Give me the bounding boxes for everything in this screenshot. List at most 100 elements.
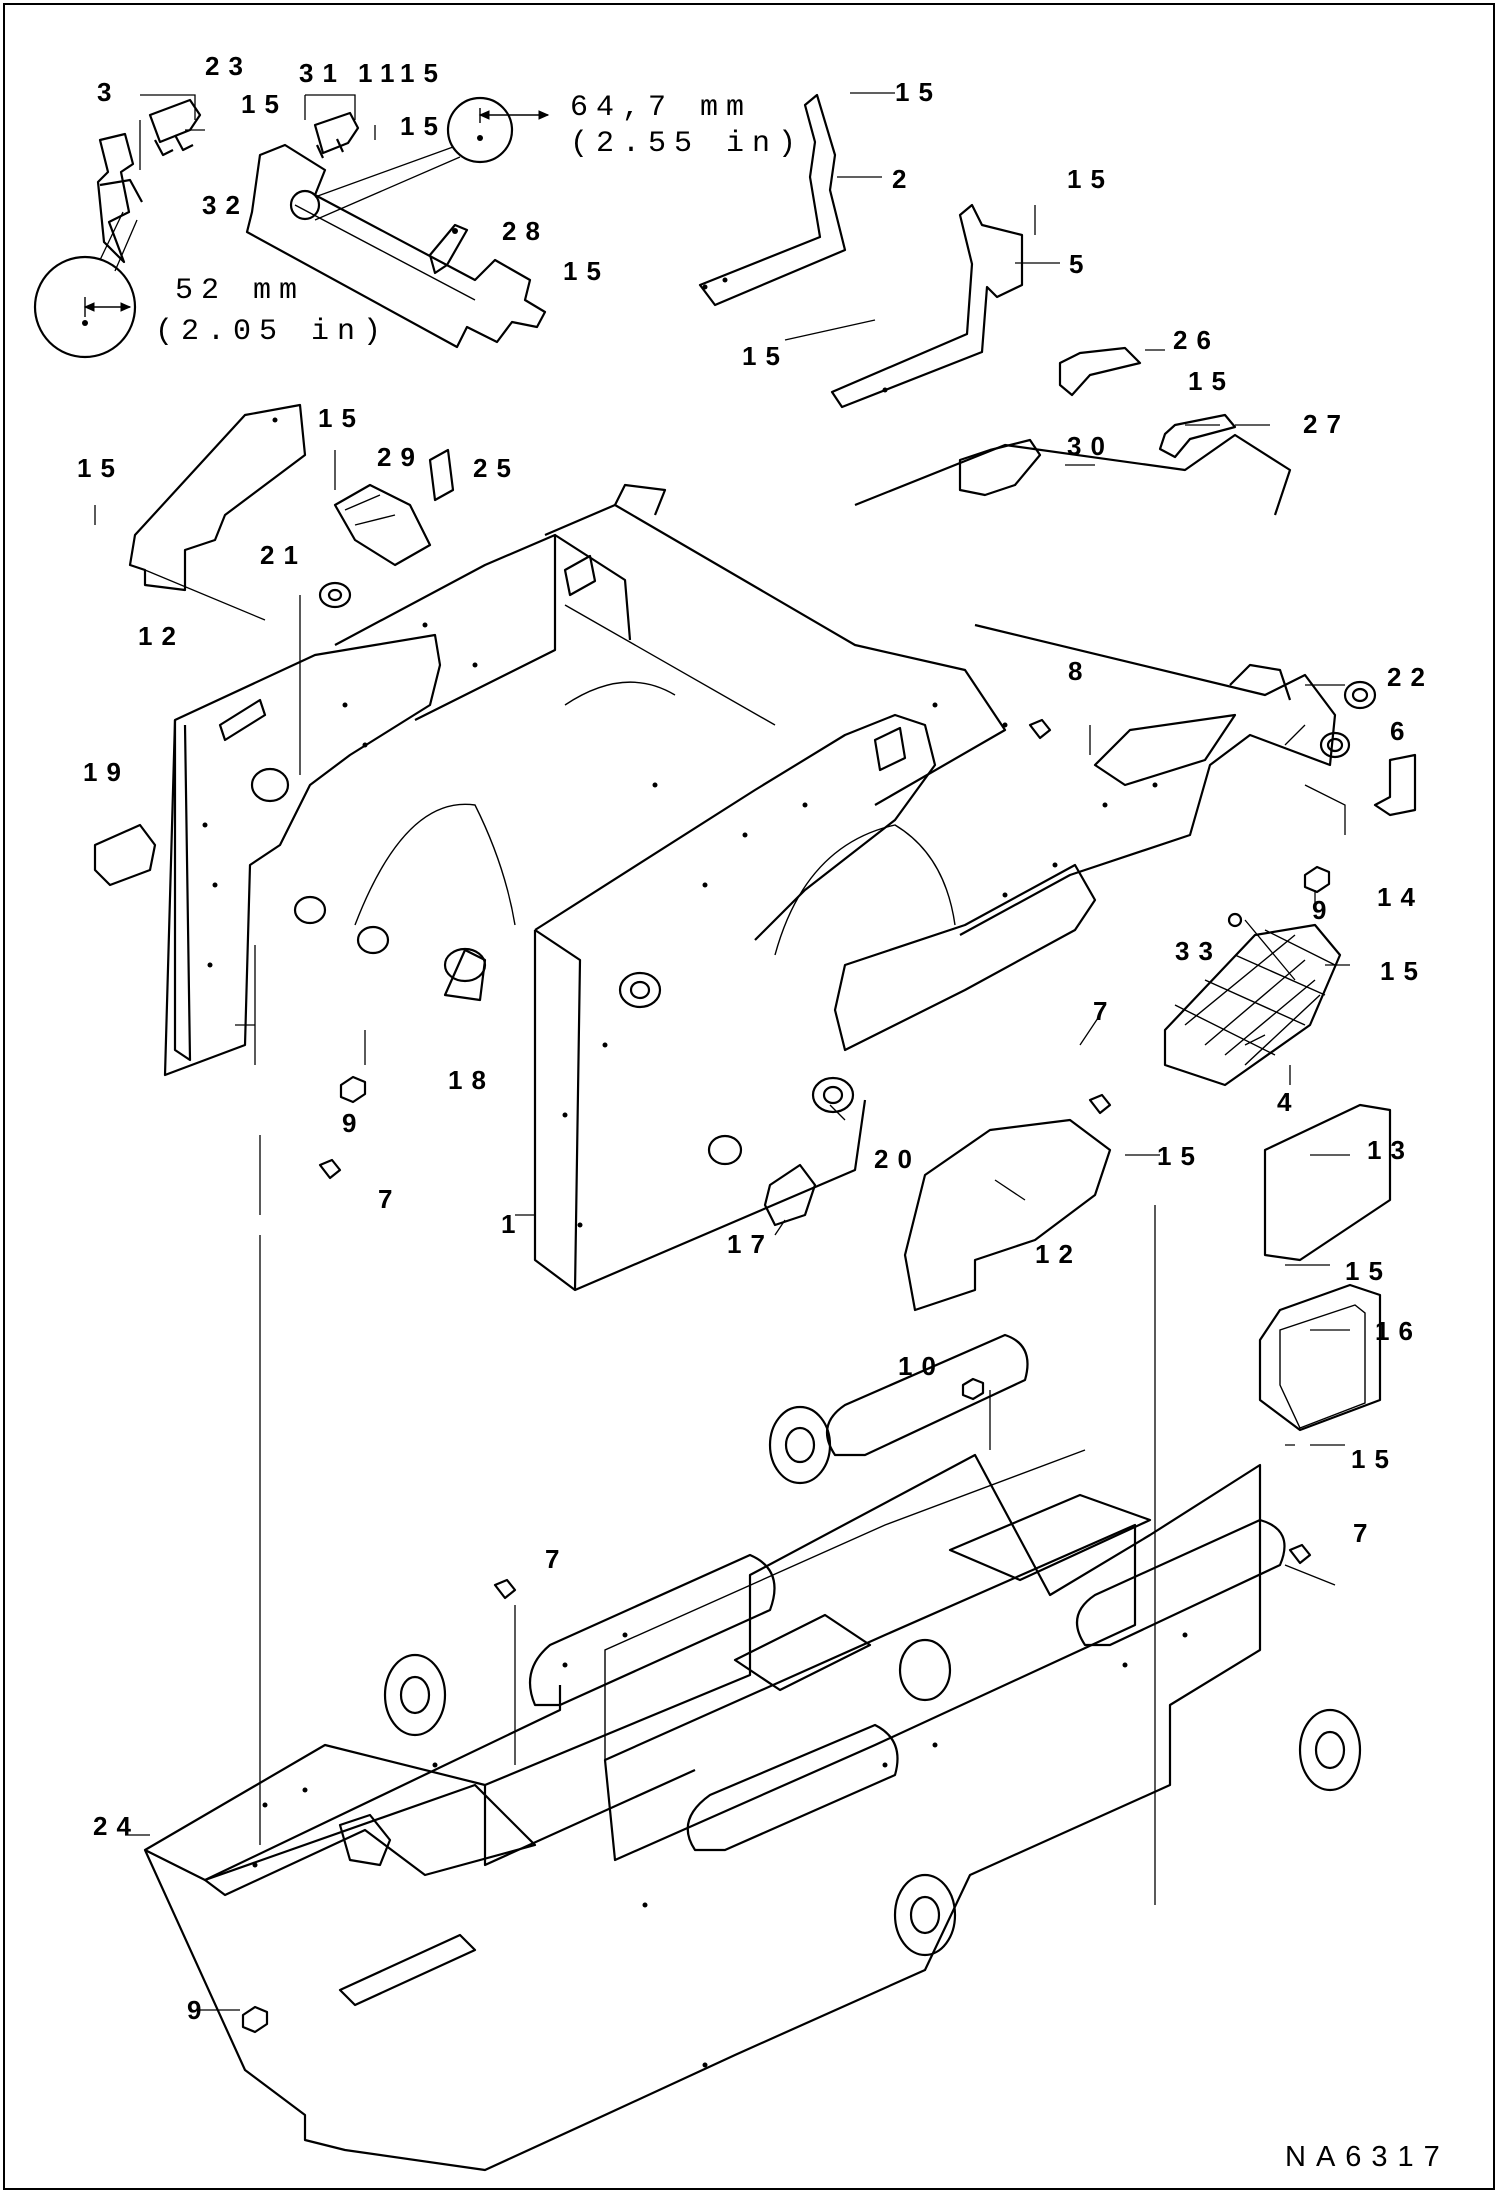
support-2 — [698, 93, 847, 307]
callout-26: 26 — [1173, 325, 1220, 355]
callout-15-g: 15 — [742, 341, 789, 371]
dim-large-mm: 64,7 mm — [570, 91, 752, 125]
callout-32: 32 — [202, 190, 249, 220]
callout-15-m: 15 — [1345, 1256, 1392, 1286]
callout-12-right: 12 — [1035, 1239, 1082, 1269]
detail-circle-small — [33, 211, 138, 359]
bushing-22 — [1343, 680, 1377, 710]
callout-33: 33 — [1175, 936, 1222, 966]
dim-small-mm: 52 mm — [175, 274, 305, 308]
washer-33 — [1227, 912, 1243, 928]
callout-2: 2 — [892, 164, 915, 194]
bracket-3 — [96, 132, 143, 264]
nut-9-top — [1303, 865, 1331, 894]
callout-11: 11 — [358, 58, 404, 88]
bolt-8 — [1028, 718, 1052, 740]
callout-14: 14 — [1377, 882, 1424, 912]
leader-lines — [94, 92, 1350, 2011]
nut-9-bottom — [241, 2005, 269, 2034]
dim-large-in: (2.55 in) — [570, 127, 804, 161]
hub-rear-right — [1298, 1708, 1362, 1792]
callout-15-h: 15 — [1188, 366, 1235, 396]
washer-21 — [318, 581, 352, 609]
bushing-6 — [1319, 731, 1351, 759]
callout-22: 22 — [1387, 662, 1434, 692]
callout-15-d: 15 — [895, 77, 942, 107]
bracket-32 — [245, 143, 547, 349]
hub-front-right — [893, 1873, 957, 1957]
dim-small-in: (2.05 in) — [155, 315, 389, 349]
nut-9-left — [339, 1075, 367, 1104]
callout-7-chassis: 7 — [545, 1544, 568, 1574]
callout-7-mid: 7 — [1093, 996, 1116, 1026]
hub-front-left — [383, 1653, 447, 1737]
cover-16 — [1258, 1283, 1382, 1432]
callout-23: 23 — [205, 51, 252, 81]
callout-25: 25 — [473, 453, 520, 483]
cover-13 — [1263, 1103, 1392, 1262]
callout-28: 28 — [502, 216, 549, 246]
bolt-7-right — [1288, 1543, 1312, 1565]
chassis-24 — [143, 1333, 1362, 2172]
support-5 — [830, 203, 1024, 409]
callout-9-left: 9 — [342, 1108, 365, 1138]
callout-15-a: 15 — [241, 89, 288, 119]
callout-10: 10 — [898, 1351, 945, 1381]
callout-1: 1 — [501, 1209, 524, 1239]
slot-plate-25 — [428, 448, 455, 502]
bolt-10 — [961, 1377, 985, 1401]
callout-20: 20 — [874, 1144, 921, 1174]
callout-15-b: 15 — [400, 111, 447, 141]
shield-12-left — [128, 403, 307, 592]
callout-18: 18 — [448, 1065, 495, 1095]
callout-7-right: 7 — [1353, 1518, 1376, 1548]
callout-8: 8 — [1068, 656, 1091, 686]
callout-5: 5 — [1069, 249, 1092, 279]
hub-rear-left — [768, 1405, 832, 1485]
main-frame-1 — [163, 433, 1337, 1292]
bracket-28 — [428, 223, 469, 275]
diagram-frame: 64,7 mm (2.55 in) 52 mm (2.05 in) — [3, 3, 1495, 2190]
bracket-31 — [313, 111, 360, 159]
callout-15-l: 15 — [1157, 1141, 1204, 1171]
callout-15-f: 15 — [563, 256, 610, 286]
bracket-23 — [148, 98, 202, 157]
callout-15-e: 15 — [1067, 164, 1114, 194]
callout-30: 30 — [1067, 431, 1114, 461]
bushing-17 — [763, 1163, 817, 1227]
callout-21: 21 — [260, 540, 307, 570]
bushing-20 — [811, 1076, 855, 1114]
exploded-parts-diagram: 64,7 mm (2.55 in) 52 mm (2.05 in) — [33, 51, 1450, 2173]
callout-6: 6 — [1390, 716, 1413, 746]
callout-15-c: 15 — [400, 58, 447, 88]
callout-17: 17 — [727, 1229, 774, 1259]
frame-holes — [202, 622, 1158, 1228]
callout-9-bottom: 9 — [187, 1995, 210, 2025]
bolt-7-chassis — [493, 1578, 517, 1600]
callout-15-i: 15 — [318, 403, 365, 433]
callout-13: 13 — [1367, 1135, 1414, 1165]
bracket-27 — [1158, 413, 1237, 459]
bracket-26 — [1058, 346, 1142, 397]
callout-4: 4 — [1277, 1087, 1300, 1117]
callout-16: 16 — [1375, 1316, 1422, 1346]
callout-24: 24 — [93, 1811, 140, 1841]
callout-labels: 1 2 3 4 5 6 7 7 7 7 8 9 9 9 10 11 12 12 … — [77, 51, 1434, 2025]
bolt-7-left — [318, 1158, 342, 1180]
bracket-19 — [93, 823, 157, 887]
bushing-18 — [443, 947, 487, 1002]
callout-27: 27 — [1303, 409, 1350, 439]
chassis-holes — [252, 1632, 1188, 2068]
callout-7-left: 7 — [378, 1184, 401, 1214]
callout-15-j: 15 — [77, 453, 124, 483]
callout-19: 19 — [83, 757, 130, 787]
bolt-7-mid — [1088, 1093, 1112, 1115]
grille-4 — [1163, 923, 1342, 1087]
callout-15-n: 15 — [1351, 1444, 1398, 1474]
callout-12-left: 12 — [138, 621, 185, 651]
detail-circle-large — [314, 96, 550, 221]
callout-31: 31 — [299, 58, 346, 88]
figure-code: NA6317 — [1285, 2141, 1450, 2173]
bracket-14 — [1373, 753, 1417, 817]
shield-12-right — [903, 1118, 1112, 1312]
